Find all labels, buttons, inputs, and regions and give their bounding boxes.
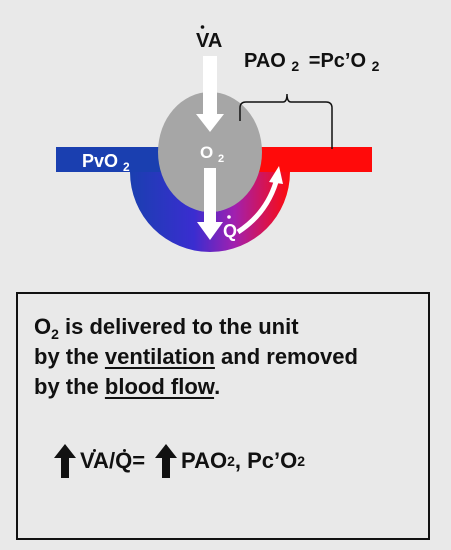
arterial-bar	[258, 147, 372, 172]
explanation-box: O2 is delivered to the unit by the venti…	[16, 292, 430, 540]
alveolar-capillary-bracket	[239, 93, 333, 149]
perfusion-label: Q	[223, 215, 237, 241]
svg-text:VA: VA	[196, 30, 222, 52]
ventilation-arrow	[196, 56, 224, 132]
ventilation-term: ventilation	[104, 344, 215, 369]
increase-arrow-icon	[155, 444, 178, 478]
explanation-line-1: O2 is delivered to the unit	[34, 314, 299, 342]
ventilation-perfusion-diagram: VA PAO 2 =Pc’O 2 PvO 2 O 2 Q	[56, 25, 380, 252]
explanation-line-2: by the ventilation and removed	[34, 344, 358, 369]
ventilation-label: VA	[196, 25, 222, 52]
venous-label: PvO 2	[82, 151, 130, 174]
oxygen-transfer-arrow	[197, 168, 223, 240]
venous-bar	[56, 147, 166, 172]
perfusion-symbol: Q	[115, 448, 133, 473]
oxygen-label: O 2	[200, 143, 224, 165]
svg-text:Q: Q	[223, 221, 237, 241]
perfusion-arrow	[236, 166, 283, 235]
increase-arrow-icon	[54, 444, 76, 478]
ventilation-symbol: VA	[80, 448, 109, 473]
alveolar-capillary-label: PAO 2 =Pc’O 2	[244, 50, 380, 76]
explanation-line-3: by the blood flow.	[34, 374, 221, 399]
alveolus	[158, 92, 262, 212]
blood-flow-term: blood flow	[104, 374, 215, 399]
